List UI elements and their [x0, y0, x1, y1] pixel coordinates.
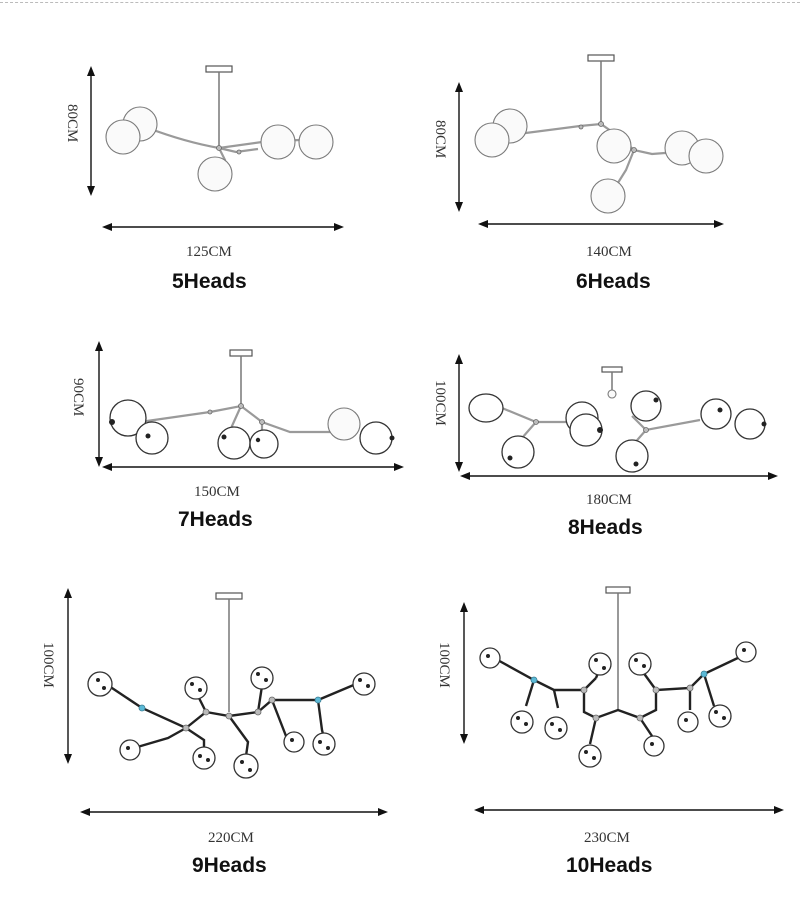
chandelier-10-heads-drawing — [460, 586, 784, 814]
panel-5-heads: 80CM 125CM 5Heads — [0, 0, 400, 300]
width-label-10-heads: 230CM — [584, 830, 630, 846]
panel-6-heads: 80CM 140CM 6Heads — [400, 0, 800, 300]
height-label-7-heads: 90CM — [70, 378, 86, 417]
heads-label-6-heads: 6Heads — [576, 270, 651, 293]
heads-label-10-heads: 10Heads — [566, 854, 653, 877]
height-label-5-heads: 80CM — [64, 104, 80, 143]
heads-label-8-heads: 8Heads — [568, 516, 643, 539]
heads-label-9-heads: 9Heads — [192, 854, 267, 877]
width-label-5-heads: 125CM — [186, 244, 232, 260]
height-label-9-heads: 100CM — [40, 642, 56, 688]
chandelier-7-heads-drawing — [95, 341, 404, 471]
width-label-6-heads: 140CM — [586, 244, 632, 260]
chandelier-8-heads-drawing — [455, 354, 778, 480]
chandelier-9-heads-drawing — [64, 588, 388, 816]
panel-8-heads: 100CM 180CM 8Heads — [400, 300, 800, 560]
panel-7-heads: 90CM 150CM 7Heads — [0, 300, 404, 560]
height-label-6-heads: 80CM — [432, 120, 448, 159]
width-label-7-heads: 150CM — [194, 484, 240, 500]
heads-label-5-heads: 5Heads — [172, 270, 247, 293]
height-label-10-heads: 100CM — [436, 642, 452, 688]
heads-label-7-heads: 7Heads — [178, 508, 253, 531]
top-dashed-border — [0, 2, 800, 3]
chandelier-6-heads-drawing — [455, 54, 724, 228]
width-label-8-heads: 180CM — [586, 492, 632, 508]
chandelier-5-heads-drawing — [87, 65, 344, 231]
width-label-9-heads: 220CM — [208, 830, 254, 846]
panel-9-heads: 100CM 220CM 9Heads — [0, 560, 400, 914]
height-label-8-heads: 100CM — [432, 380, 448, 426]
panel-10-heads: 100CM 230CM 10Heads — [400, 560, 800, 914]
